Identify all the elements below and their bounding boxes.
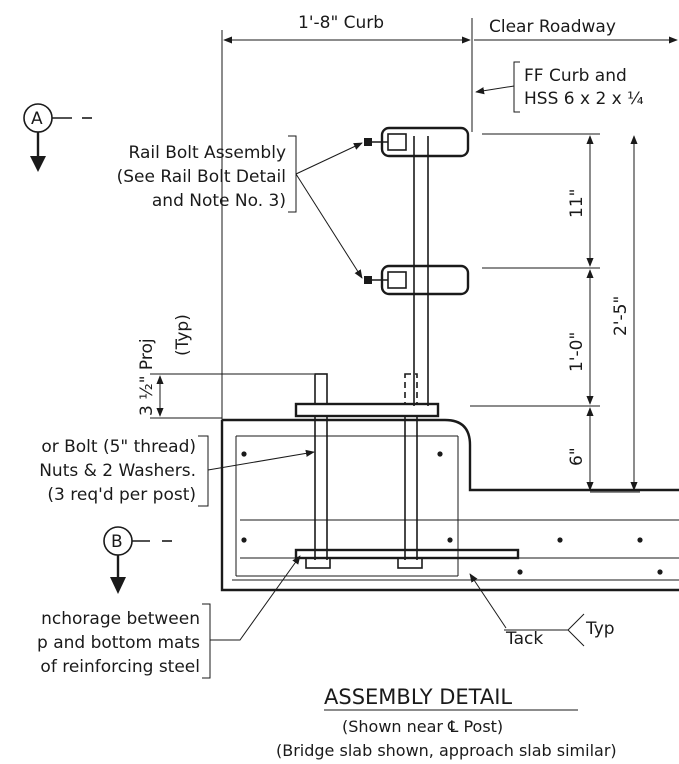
curb-dimension-label: 1'-8" Curb [298,13,384,33]
detail-subtitle-2: (Bridge slab shown, approach slab simila… [276,741,617,760]
section-marker-a: A [23,103,92,172]
projection-dimension: 3 ½" Proj (Typ) [137,314,314,419]
anchorage-label-line2: p and bottom mats [37,633,200,653]
detail-title: ASSEMBLY DETAIL [324,685,512,709]
vertical-dimensions: 11" 1'-0" 6" 2'-5" [470,133,640,493]
ff-curb-label-line1: FF Curb and [524,66,627,86]
clear-roadway-label: Clear Roadway [489,17,616,37]
anchor-label-line2: Nuts & 2 Washers. [39,461,196,481]
projection-label: 3 ½" Proj [137,338,157,416]
rail-spacing-top-label: 11" [567,189,587,218]
anchorage-label-line3: of reinforcing steel [40,657,200,677]
detail-subtitle-1: (Shown near ℄ Post) [342,717,503,736]
section-a-letter: A [31,109,43,129]
rail-bolt-callout: Rail Bolt Assembly (See Rail Bolt Detail… [117,135,363,279]
tack-callout: Tack Typ [469,573,615,649]
anchor-label-line3: (3 req'd per post) [47,485,196,505]
section-marker-b: B [103,526,172,594]
rail-bolt-label-line1: Rail Bolt Assembly [129,143,287,163]
rail-bolt-label-line2: (See Rail Bolt Detail [117,167,286,187]
rail-spacing-bottom-label: 1'-0" [567,332,587,372]
title-block: ASSEMBLY DETAIL (Shown near ℄ Post) (Bri… [276,685,617,760]
projection-typ-label: (Typ) [173,314,193,356]
total-height-label: 2'-5" [611,296,631,336]
rail-bolt-label-line3: and Note No. 3) [152,191,286,211]
anchorage-label-line1: nchorage between [41,609,200,629]
anchor-bolt-callout: or Bolt (5" thread) Nuts & 2 Washers. (3… [39,435,315,507]
anchor-label-line1: or Bolt (5" thread) [41,437,196,457]
typ-label: Typ [585,619,615,639]
curb-height-label: 6" [567,447,587,466]
tack-label: Tack [505,629,543,649]
ff-curb-callout: FF Curb and HSS 6 x 2 x ¼ [475,61,644,113]
top-dimension: 1'-8" Curb Clear Roadway [221,13,678,420]
ff-curb-label-line2: HSS 6 x 2 x ¼ [524,89,644,109]
curb-and-slab [220,416,679,592]
anchorage-callout: nchorage between p and bottom mats of re… [37,555,301,679]
section-b-letter: B [111,532,123,552]
post-and-rails [294,126,470,418]
